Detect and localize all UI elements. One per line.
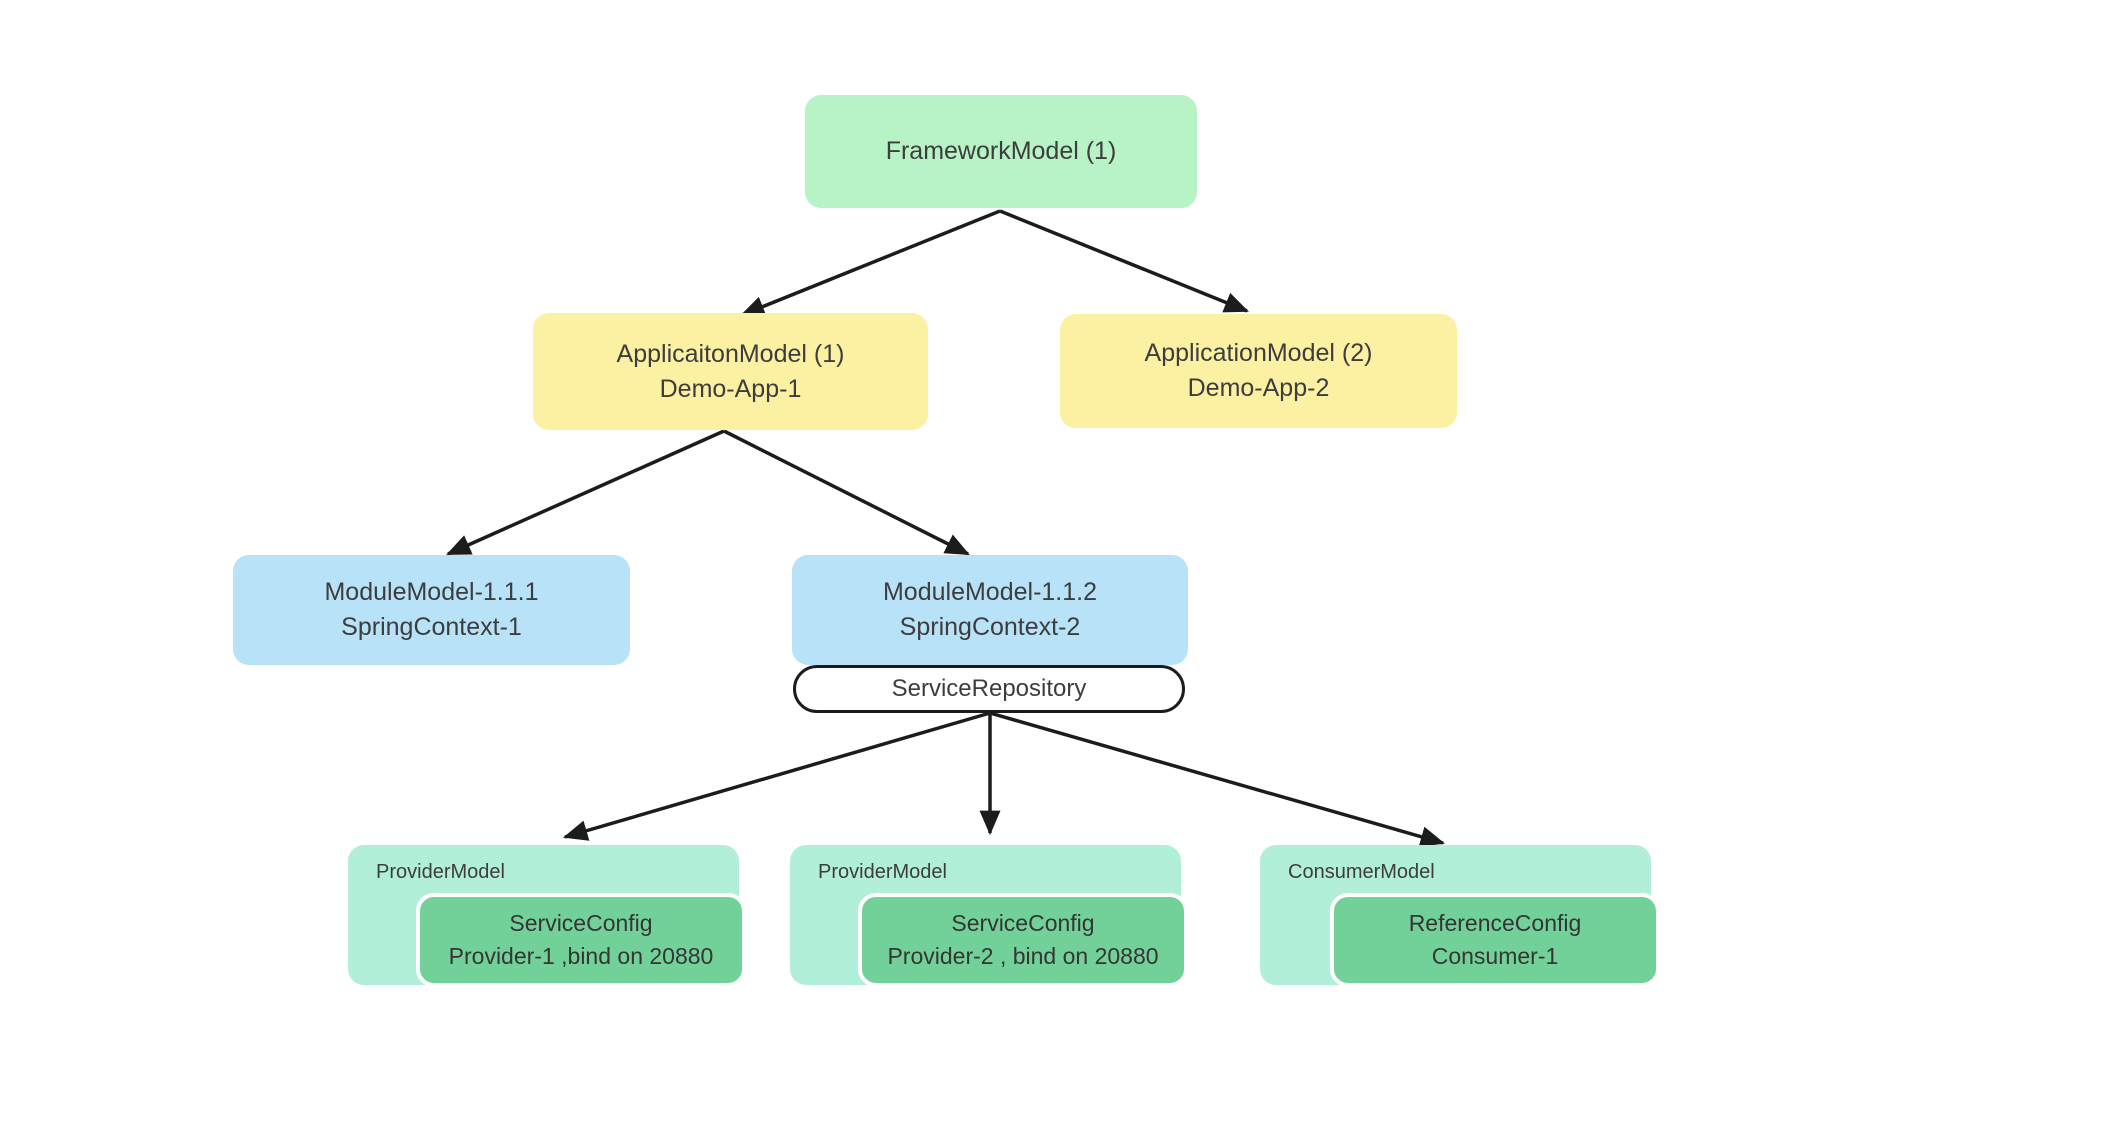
reference-config-subtitle: Consumer-1 [1431,943,1559,969]
application-model-2-subtitle: Demo-App-2 [1187,374,1330,402]
application-model-1-title: ApplicaitonModel (1) [616,339,845,368]
reference-config-title: ReferenceConfig [1408,910,1582,936]
framework-model-label: FrameworkModel (1) [885,137,1117,165]
consumer-model-label: ConsumerModel [1288,861,1435,883]
edge-repository-to-consumer [989,711,1446,847]
module-model-2-title: ModuleModel-1.1.2 [882,578,1097,606]
provider-model-2-label: ProviderModel [818,861,947,883]
node-application-model-2: ApplicationModel (2) Demo-App-2 [1060,314,1457,428]
provider-model-1-label: ProviderModel [376,861,505,883]
module-model-1-title: ModuleModel-1.1.1 [324,578,539,606]
node-reference-config: ReferenceConfig Consumer-1 [1330,893,1660,987]
edge-framework-to-application-1 [740,209,1001,317]
service-config-2-subtitle: Provider-2 , bind on 20880 [887,943,1159,969]
service-config-1-title: ServiceConfig [509,910,653,936]
node-module-model-2: ModuleModel-1.1.2 SpringContext-2 [792,555,1188,665]
module-model-2-subtitle: SpringContext-2 [899,613,1081,641]
module-model-1-subtitle: SpringContext-1 [341,613,522,641]
node-service-config-1: ServiceConfig Provider-1 ,bind on 20880 [416,893,746,987]
edge-application-1-to-module-2 [723,429,970,556]
node-service-config-2: ServiceConfig Provider-2 , bind on 20880 [858,893,1188,987]
edge-application-1-to-module-1 [446,429,725,556]
service-config-2-title: ServiceConfig [951,910,1095,936]
node-application-model-1: ApplicaitonModel (1) Demo-App-1 [533,313,928,430]
node-framework-model: FrameworkModel (1) [805,95,1197,208]
application-model-2-title: ApplicationModel (2) [1144,339,1373,367]
node-module-model-1: ModuleModel-1.1.1 SpringContext-1 [233,555,630,665]
service-config-1-subtitle: Provider-1 ,bind on 20880 [448,943,714,969]
edge-framework-to-application-2 [999,209,1249,313]
application-model-1-subtitle: Demo-App-1 [659,374,802,403]
service-repository-label: ServiceRepository [891,675,1087,702]
node-service-repository: ServiceRepository [793,665,1185,713]
edge-repository-to-provider-1 [562,711,991,841]
